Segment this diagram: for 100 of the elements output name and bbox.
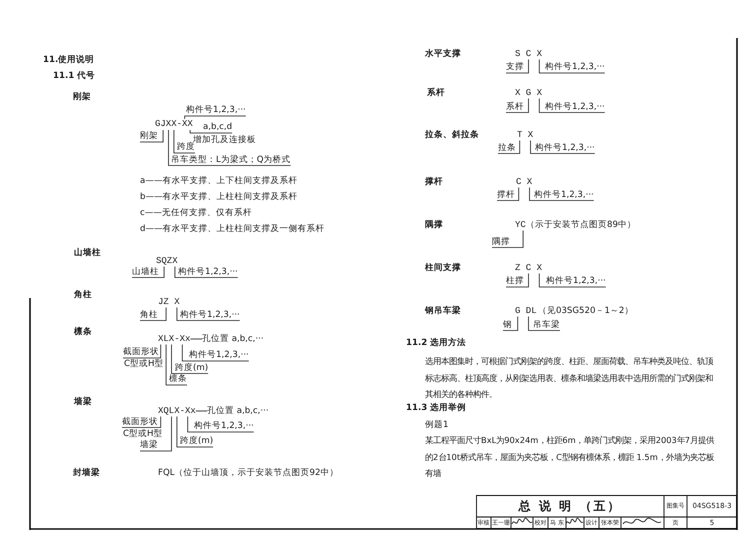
drawing-title: 总 说 明 （五） (518, 499, 622, 513)
leader-label: 钢 (503, 320, 512, 330)
component-name: 系杆 (427, 88, 445, 98)
leader-line (538, 273, 606, 288)
leader-line (176, 416, 214, 448)
component-name: 刚架 (73, 92, 91, 102)
component-name: 柱间支撑 (425, 262, 461, 274)
leader-label: 截面形状 (123, 347, 159, 358)
designation-code: G DL (515, 306, 537, 316)
code-definition: a——有水平支撑、上下柱间支撑及系杆 (140, 176, 298, 186)
side-note: （见03SG520－1～2） (538, 306, 634, 316)
leader-label: 构件号1,2,3,··· (180, 310, 240, 320)
leader-label: 构件号1,2,3,··· (189, 350, 249, 361)
designation-code: X G X (515, 88, 542, 98)
code-definition: d——有水平支撑、上柱柱间支撑及一侧有系杆 (140, 224, 325, 234)
leader-line (182, 344, 250, 362)
component-name: 封墙梁 (73, 468, 100, 478)
leader-label: 跨度(m) (175, 362, 208, 374)
leader-line (528, 316, 560, 331)
designation-code: JZ X (158, 296, 180, 308)
leader-label: 角柱 (140, 310, 158, 320)
leader-line (168, 130, 291, 166)
leader-line (496, 187, 520, 201)
leader-line (184, 116, 246, 120)
leader-label: 孔位置 a,b,c,··· (202, 334, 264, 344)
leader-label: 构件号1,2,3,··· (545, 62, 605, 73)
leader-line (195, 410, 208, 412)
leader-label: 系杆 (506, 102, 524, 112)
component-name: 拉条、斜拉条 (425, 130, 479, 140)
subsection-heading: 11.3 选用举例 (406, 402, 466, 414)
body-paragraph: 某工程平面尺寸BxL为90x24m，柱距6m，单跨门式刚架，采用2003年7月提供的2台10t桥式吊车，屋面为夹芯板，C型钢有檩体系，檩距 1.5m，外墙为夹芯板有墙 (425, 434, 716, 480)
leader-label: 隅撑 (492, 236, 510, 248)
leader-label: a,b,c,d (203, 122, 232, 133)
leader-line (176, 307, 240, 321)
leader-label: 构件号1,2,3,··· (534, 190, 594, 200)
leader-label: 吊车梁 (533, 320, 560, 330)
leader-label: 跨度(m) (180, 436, 214, 447)
leader-line (140, 130, 164, 142)
section-heading: 11.使用说明 (43, 54, 94, 66)
body-paragraph: 选用本图集时，可根据门式刚架的跨度、柱距、屋面荷载、吊车种类及吨位、轨顶标志标高、柱顶高度，从刚架选用表、檩条和墙梁选用表中选用所需的门式刚架和其相关的各种构件。 (425, 355, 713, 401)
subsection-heading: 11.1 代号 (53, 70, 96, 82)
leader-label: 构件号1,2,3,··· (194, 421, 254, 432)
leader-line (498, 140, 520, 154)
side-note: 增加孔及连接板 (193, 135, 256, 145)
leader-line (132, 266, 164, 278)
leader-label: 跨度 (177, 142, 195, 153)
leader-line (506, 98, 529, 113)
component-name: 墙梁 (74, 396, 92, 408)
side-note: C型或H型 (124, 359, 164, 370)
leader-label: 撑杆 (497, 190, 515, 200)
leader-line (502, 316, 518, 331)
designation-code: SQZX (156, 256, 178, 266)
leader-line (187, 416, 254, 432)
code-definition: c——无任何支撑、仅有系杆 (140, 208, 252, 218)
leader-label: 山墙柱 (132, 266, 159, 278)
leader-label: 柱撑 (506, 276, 524, 287)
leader-line (190, 130, 232, 134)
designation-code: C X (516, 176, 532, 188)
component-name: 撑杆 (425, 176, 443, 188)
designation-code: XQLX-Xx (158, 406, 196, 416)
leader-line (538, 98, 606, 113)
leader-line (492, 230, 524, 248)
component-name: 隅撑 (425, 220, 443, 230)
leader-line (174, 130, 196, 154)
leader-line (166, 344, 188, 386)
leader-line (140, 416, 172, 452)
designation-code: GJXX-XX (155, 119, 193, 130)
designation-code: Z C X (515, 262, 542, 274)
leader-label: 构件号1,2,3,··· (178, 266, 238, 278)
leader-line (529, 187, 594, 201)
leader-label: 檩条 (169, 374, 187, 385)
leader-label: 构件号1,2,3,··· (545, 102, 605, 112)
component-name: 檩条 (74, 326, 92, 338)
leader-line (171, 344, 208, 374)
leader-line (506, 273, 529, 288)
leader-label: 墙梁 (140, 440, 158, 451)
leader-label: 支撑 (506, 62, 524, 73)
leader-label: 吊车类型：L为梁式；Q为桥式 (171, 154, 291, 166)
leader-line (538, 59, 606, 74)
leader-label: 截面形状 (122, 416, 158, 428)
code-definition: b——有水平支撑、上柱柱间支撑及系杆 (140, 192, 298, 202)
leader-label: 拉条 (498, 142, 516, 154)
side-note: C型或H型 (123, 428, 162, 440)
leader-label: 构件号1,2,3,··· (546, 276, 606, 287)
designation-code: S C X (515, 48, 542, 60)
leader-line (506, 59, 529, 74)
component-name: 角柱 (74, 290, 92, 300)
designation-code: T X (517, 130, 534, 140)
leader-label: 构件号1,2,3,··· (535, 142, 595, 154)
designation-code: YC (515, 220, 526, 230)
leader-line (122, 344, 162, 358)
side-note: （示于安装节点图页89中） (526, 220, 636, 230)
component-name: 水平支撑 (425, 48, 461, 60)
leader-label: 孔位置 a,b,c,··· (207, 406, 269, 416)
leader-line (190, 338, 202, 340)
leader-line (140, 307, 166, 321)
component-name: 钢吊车梁 (425, 306, 461, 316)
component-name: 山墙柱 (74, 248, 101, 258)
designation-note: FQL（位于山墙顶，示于安装节点图页92中） (158, 468, 338, 478)
example-heading: 例题1 (425, 420, 448, 430)
